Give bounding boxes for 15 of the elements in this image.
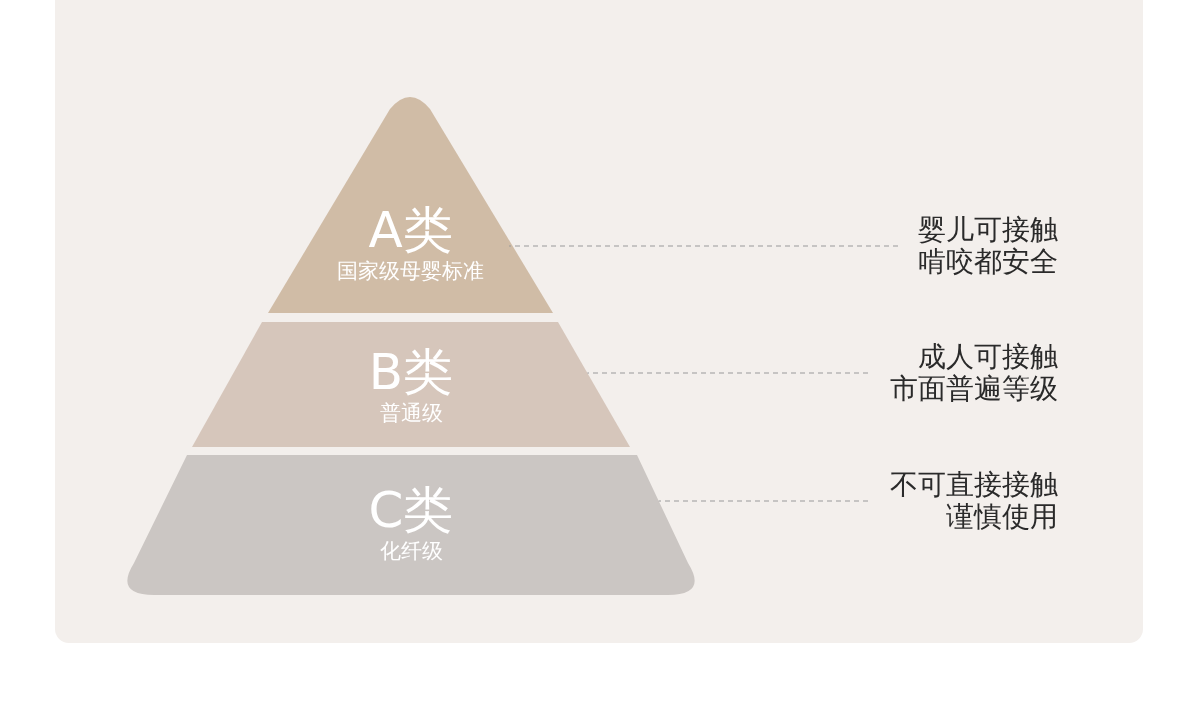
tier-grade: B类 (368, 344, 454, 400)
tier-grade: A类 (368, 202, 453, 258)
leader-line (658, 500, 869, 502)
note-text: 成人可接触市面普遍等级 (878, 341, 1058, 405)
pyramid-tier (192, 322, 630, 447)
leader-line (508, 245, 899, 247)
tier-grade: C类 (368, 482, 454, 538)
note-text: 婴儿可接触啃咬都安全 (908, 214, 1058, 278)
pyramid-tier (128, 455, 694, 595)
leader-line (586, 372, 869, 374)
tier-description: 普通级 (379, 400, 443, 426)
tier-description: 国家级母婴标准 (337, 258, 484, 284)
note-text: 不可直接接触谨慎使用 (878, 469, 1058, 533)
pyramid-tier (268, 95, 553, 313)
tier-description: 化纤级 (379, 538, 443, 564)
